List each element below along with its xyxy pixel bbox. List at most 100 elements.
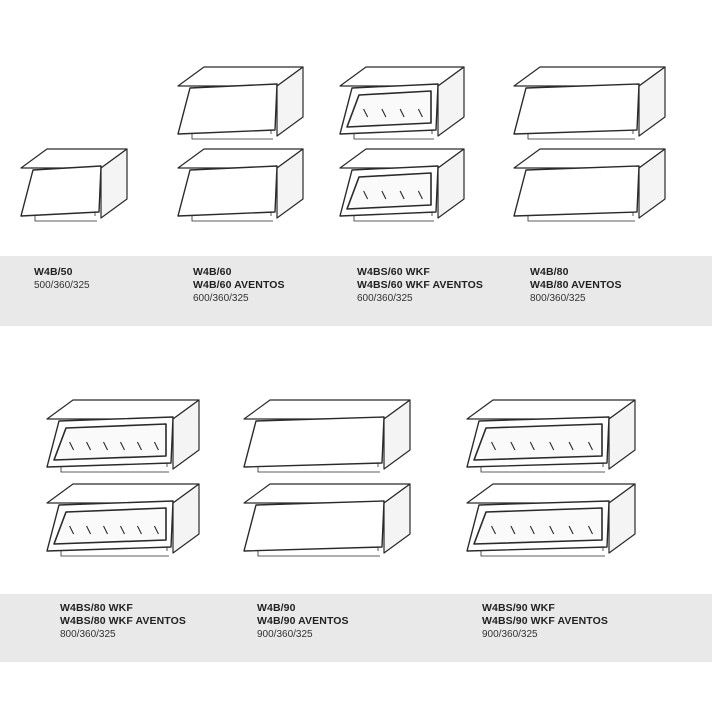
glass-door-unit xyxy=(46,399,200,473)
glass-reflection-mark xyxy=(153,441,159,451)
label-w4bs-90-wkf: W4BS/90 WKF W4BS/90 WKF AVENTOS 900/360/… xyxy=(482,602,608,641)
glass-reflection-mark xyxy=(103,525,109,535)
glass-reflection-mark xyxy=(103,441,109,451)
glass-reflection-mark xyxy=(363,190,369,200)
product-code: W4B/50 xyxy=(34,266,73,278)
product-dimensions: 800/360/325 xyxy=(60,629,116,640)
cabinet-flap-door xyxy=(513,83,640,135)
product-dimensions: 600/360/325 xyxy=(357,293,413,304)
cabinet-flap-door xyxy=(20,165,102,217)
cabinet-svg xyxy=(243,399,411,557)
cabinet-side xyxy=(638,148,666,219)
plain-door-unit xyxy=(243,483,411,557)
glass-reflection-mark xyxy=(417,108,423,118)
cabinet-side xyxy=(172,483,200,554)
cabinet-side xyxy=(100,148,128,219)
glass-reflection-mark xyxy=(399,190,405,200)
cabinet-bottom-edge xyxy=(480,551,605,557)
label-w4b-60: W4B/60 W4B/60 AVENTOS 600/360/325 xyxy=(193,266,285,305)
cabinet-side xyxy=(172,399,200,470)
cabinet-flap-door xyxy=(243,416,385,468)
glass-reflection-mark xyxy=(136,525,142,535)
cabinet-bottom-edge xyxy=(257,467,380,473)
glass-reflection-mark xyxy=(529,525,535,535)
cabinet-top xyxy=(243,483,411,504)
cabinet-drawing-w4bs-90-wkf xyxy=(466,399,640,560)
glass-panel xyxy=(473,423,603,461)
glass-reflection-mark xyxy=(568,525,574,535)
cabinet-side xyxy=(608,399,636,470)
label-w4bs-60-wkf: W4BS/60 WKF W4BS/60 WKF AVENTOS 600/360/… xyxy=(357,266,483,305)
glass-reflection-mark xyxy=(363,108,369,118)
label-w4bs-80-wkf: W4BS/80 WKF W4BS/80 WKF AVENTOS 800/360/… xyxy=(60,602,186,641)
plain-door-unit xyxy=(177,66,304,140)
glass-reflection-mark xyxy=(119,441,125,451)
product-code: W4BS/80 WKF xyxy=(60,602,133,614)
glass-reflection-mark xyxy=(86,441,92,451)
cabinet-bottom-edge xyxy=(353,134,434,140)
glass-reflection-mark xyxy=(587,441,593,451)
cabinet-side xyxy=(437,148,465,219)
plain-door-unit xyxy=(513,66,666,140)
cabinet-bottom-edge xyxy=(191,216,273,222)
product-code-aventos: W4B/80 AVENTOS xyxy=(530,279,622,291)
cabinet-bottom-edge xyxy=(34,216,97,222)
bottom-label-band xyxy=(0,594,712,662)
glass-reflection-mark xyxy=(491,441,497,451)
cabinet-svg xyxy=(339,66,465,222)
plain-door-unit xyxy=(243,399,411,473)
glass-door-unit xyxy=(46,483,200,557)
cabinet-bottom-edge xyxy=(60,467,169,473)
product-code-aventos: W4B/60 AVENTOS xyxy=(193,279,285,291)
top-label-band xyxy=(0,256,712,326)
glass-reflection-mark xyxy=(381,108,387,118)
glass-reflection-mark xyxy=(568,441,574,451)
glass-panel xyxy=(473,507,603,545)
glass-reflection-mark xyxy=(86,525,92,535)
cabinet-side xyxy=(383,483,411,554)
cabinet-flap-door xyxy=(177,83,278,135)
plain-door-unit xyxy=(513,148,666,222)
product-code-aventos: W4BS/80 WKF AVENTOS xyxy=(60,615,186,627)
glass-panel xyxy=(53,423,167,461)
product-dimensions: 500/360/325 xyxy=(34,280,90,291)
cabinet-flap-door xyxy=(243,500,385,552)
product-code-aventos: W4BS/60 WKF AVENTOS xyxy=(357,279,483,291)
product-code: W4B/90 xyxy=(257,602,296,614)
product-code: W4B/60 xyxy=(193,266,232,278)
product-code: W4B/80 xyxy=(530,266,569,278)
glass-reflection-mark xyxy=(549,441,555,451)
glass-reflection-mark xyxy=(381,190,387,200)
label-w4b-50: W4B/50 500/360/325 xyxy=(34,266,90,292)
cabinet-drawing-w4bs-80-wkf xyxy=(46,399,204,560)
glass-reflection-mark xyxy=(417,190,423,200)
glass-panel xyxy=(346,90,432,128)
glass-panel xyxy=(346,172,432,210)
product-dimensions: 600/360/325 xyxy=(193,293,249,304)
cabinet-svg xyxy=(513,66,666,222)
label-w4b-80: W4B/80 W4B/80 AVENTOS 800/360/325 xyxy=(530,266,622,305)
cabinet-drawing-w4b-60 xyxy=(177,66,308,225)
glass-reflection-mark xyxy=(69,441,75,451)
glass-reflection-mark xyxy=(510,441,516,451)
cabinet-side xyxy=(276,148,304,219)
cabinet-svg xyxy=(177,66,304,222)
cabinet-drawing-w4b-80 xyxy=(513,66,670,225)
glass-reflection-mark xyxy=(549,525,555,535)
product-dimensions: 800/360/325 xyxy=(530,293,586,304)
cabinet-side xyxy=(638,66,666,137)
glass-door-unit xyxy=(339,148,465,222)
glass-door-unit xyxy=(466,399,636,473)
cabinet-svg xyxy=(20,148,128,222)
label-w4b-90: W4B/90 W4B/90 AVENTOS 900/360/325 xyxy=(257,602,349,641)
cabinet-side xyxy=(608,483,636,554)
product-dimensions: 900/360/325 xyxy=(257,629,313,640)
glass-reflection-mark xyxy=(510,525,516,535)
cabinet-bottom-edge xyxy=(527,134,635,140)
cabinet-svg xyxy=(466,399,636,557)
cabinet-side xyxy=(383,399,411,470)
cabinet-drawing-w4bs-60-wkf xyxy=(339,66,469,225)
cabinet-bottom-edge xyxy=(480,467,605,473)
product-dimensions: 900/360/325 xyxy=(482,629,538,640)
cabinet-flap-door xyxy=(177,165,278,217)
